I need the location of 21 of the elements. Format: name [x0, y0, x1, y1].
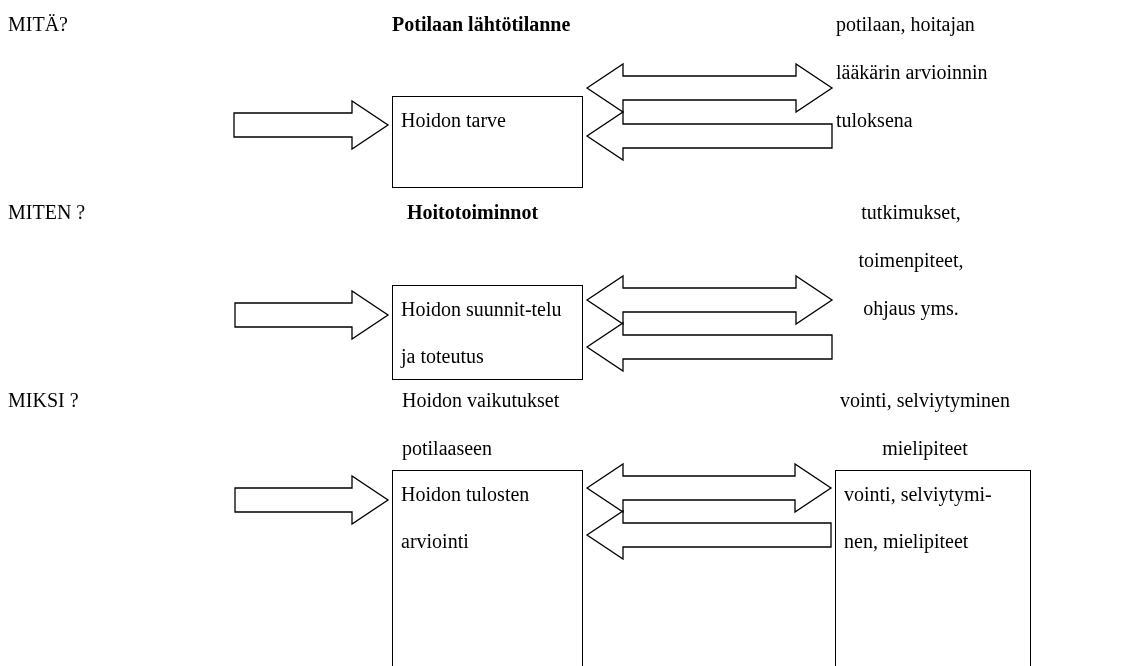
block-arrow: [585, 62, 834, 114]
heading-text: Hoitotoiminnot: [407, 200, 540, 225]
question-label: MITEN ?: [8, 200, 86, 225]
block-arrow: [233, 99, 390, 151]
block-arrow: [585, 274, 834, 326]
block-arrow: [585, 509, 832, 561]
heading-text: Potilaan lähtötilanne: [392, 12, 572, 37]
heading-text: Hoidon vaikutukset potilaaseen: [402, 388, 561, 462]
block-arrow: [585, 110, 833, 162]
note-text: tutkimukset, toimenpiteet, ohjaus yms.: [836, 188, 986, 332]
process-box: Hoidon tarve: [392, 96, 583, 188]
process-box: Hoidon suunnit-telu ja toteutus: [392, 285, 583, 380]
block-arrow: [234, 474, 390, 526]
block-arrow: [234, 289, 390, 341]
note-text: potilaan, hoitajan lääkärin arvioinnin tuloksena: [836, 0, 1036, 144]
question-label: MIKSI ?: [8, 388, 79, 413]
question-label: MITÄ?: [8, 12, 68, 37]
process-box: vointi, selviytymi-nen, mielipiteet: [835, 470, 1031, 666]
block-arrow: [585, 462, 833, 514]
block-arrow: [585, 321, 833, 373]
process-box: Hoidon tulosten arviointi: [392, 470, 583, 666]
